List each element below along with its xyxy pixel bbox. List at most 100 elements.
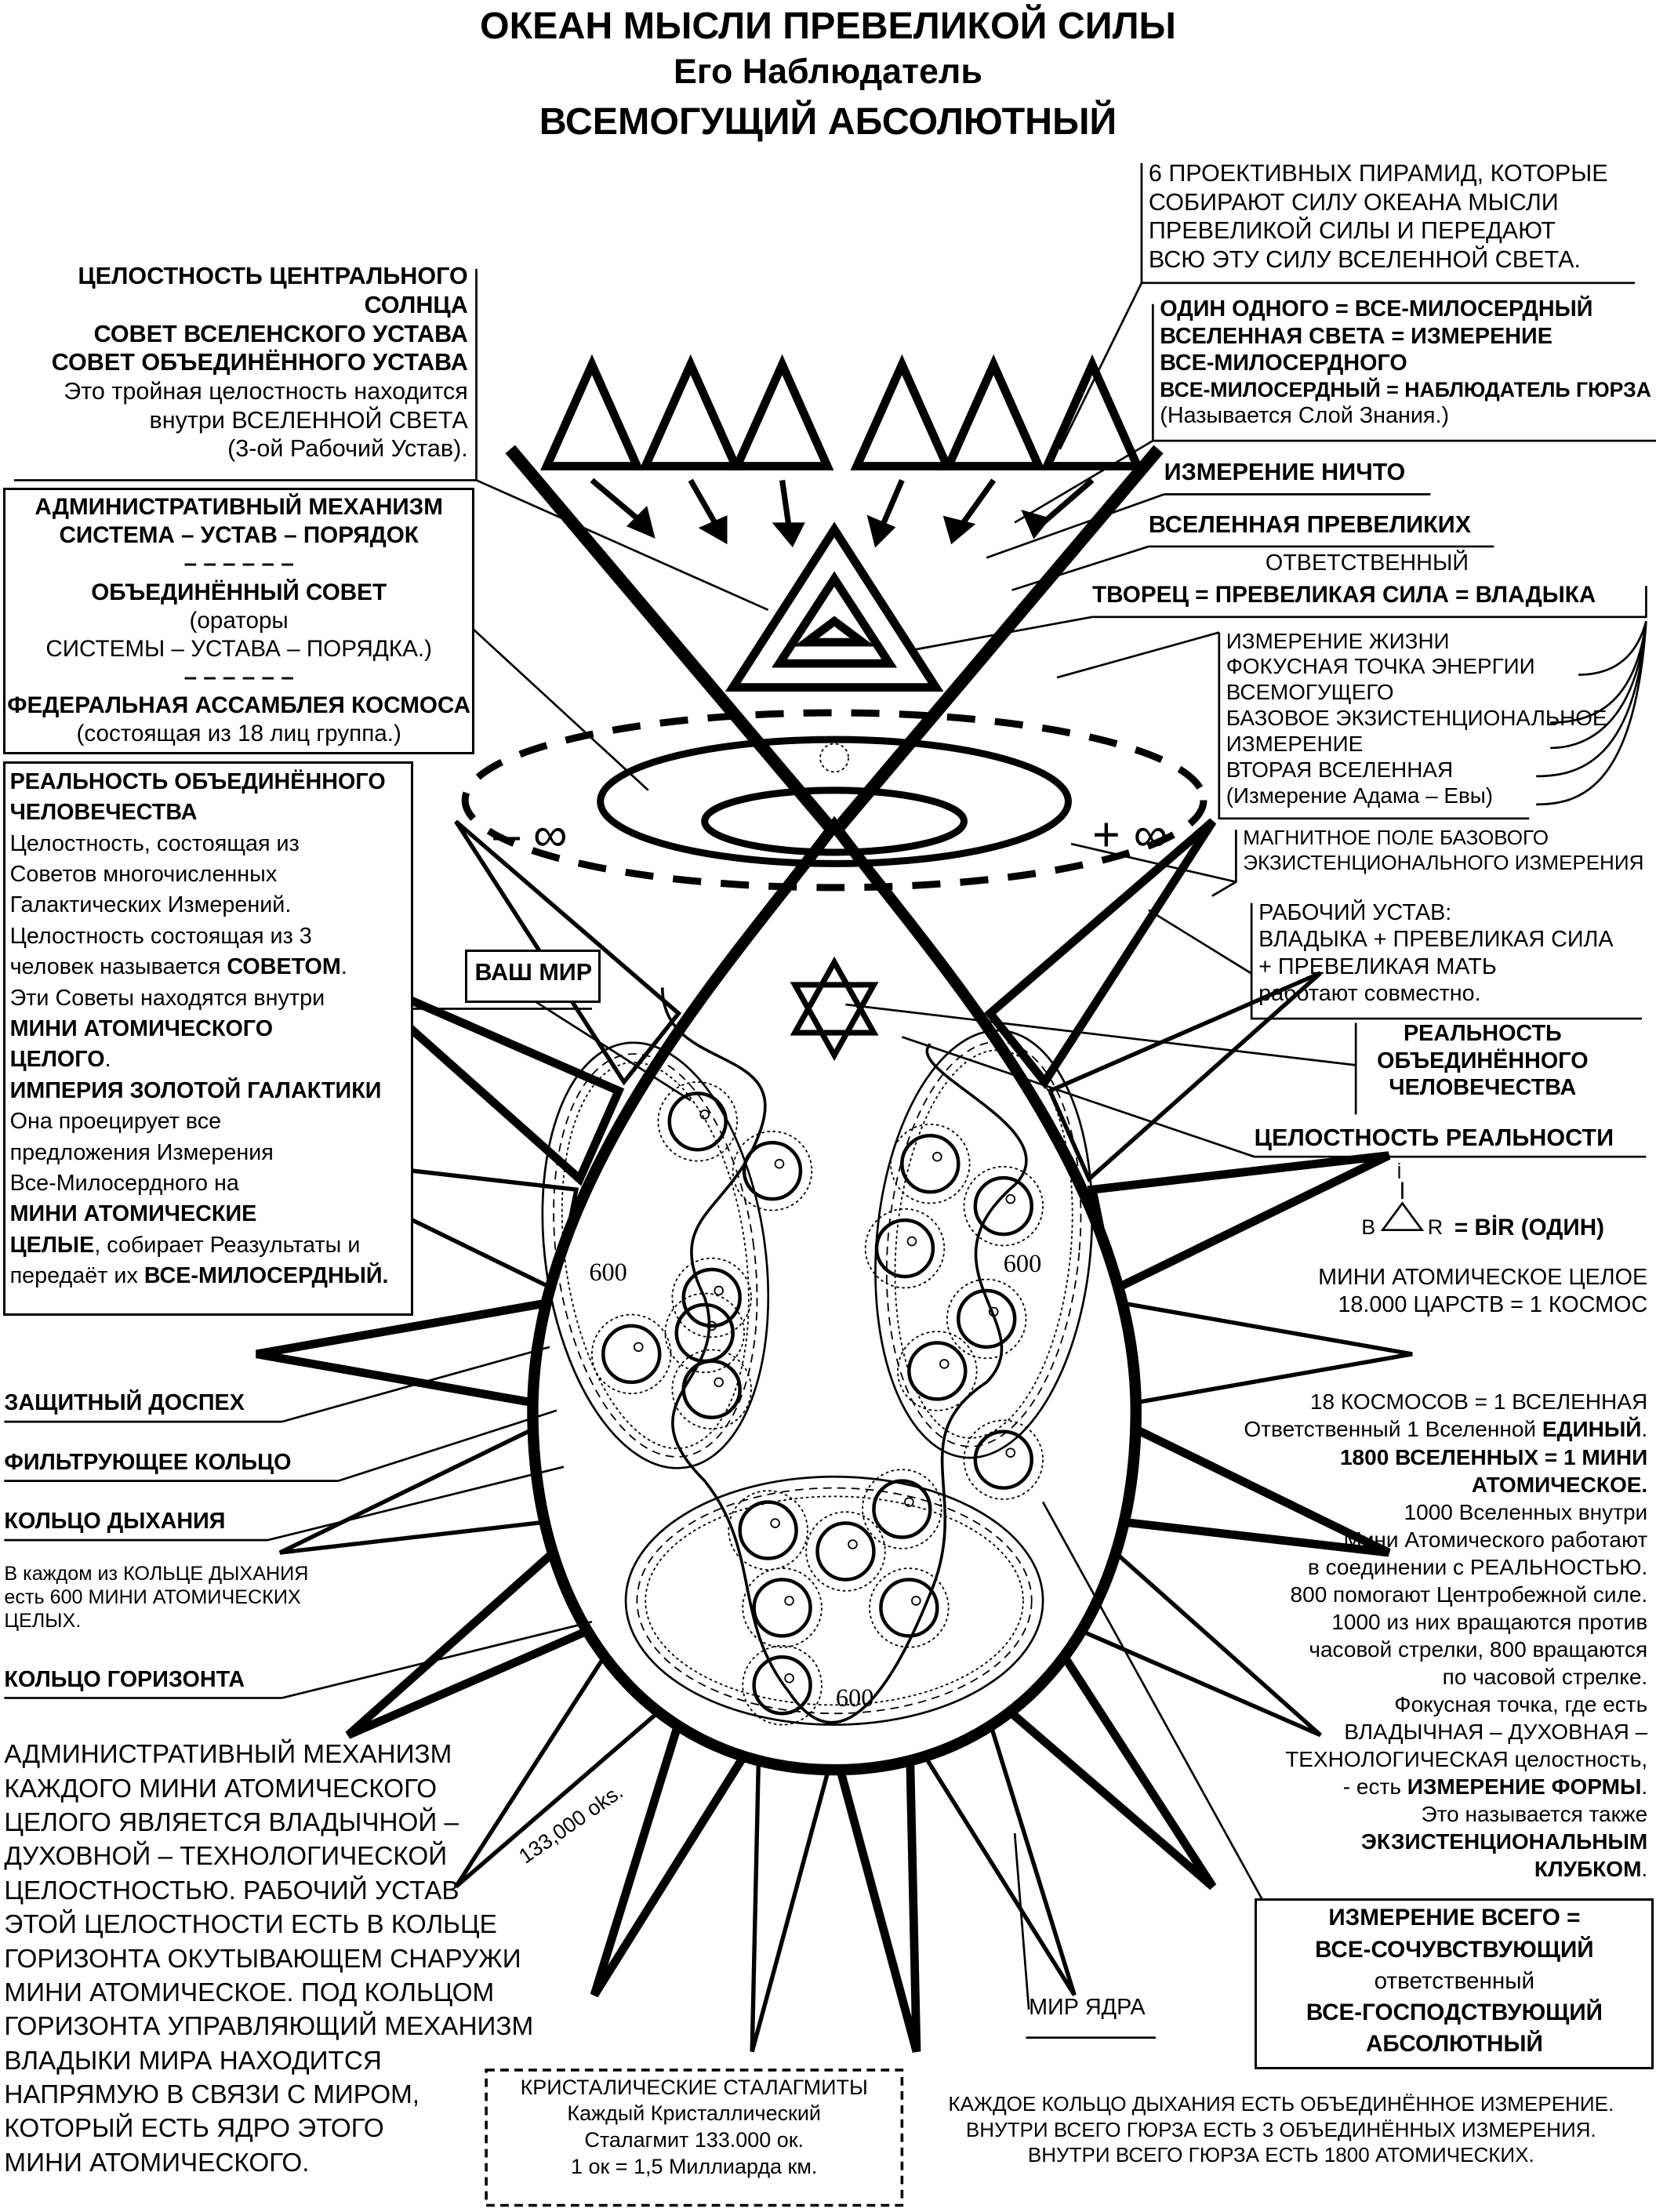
star-of-david-icon [790, 956, 879, 1062]
text-line: МАГНИТНОЕ ПОЛЕ БАЗОВОГО [1243, 826, 1643, 850]
text-segment: ЭТОЙ ЦЕЛОСТНОСТИ ЕСТЬ В КОЛЬЦЕ [4, 1910, 497, 1940]
label-protective-armor: ЗАЩИТНЫЙ ДОСПЕХ [4, 1390, 245, 1416]
text-segment: РЕАЛЬНОСТЬ ОБЪЕДИНЁННОГО [9, 768, 386, 794]
text-segment: . [104, 1047, 111, 1073]
mini-atomic-circle [657, 1081, 738, 1162]
label-filter-ring: ФИЛЬТРУЮЩЕЕ КОЛЬЦО [4, 1449, 292, 1475]
text-segment: Каждый Кристаллический [567, 2101, 821, 2126]
plus-infinity: + ∞ [1091, 808, 1168, 862]
text-line: Мини Атомического работают [1244, 1526, 1647, 1553]
text-segment: . [1641, 1774, 1648, 1800]
text-line: НАПРЯМУЮ В СВЯЗИ С МИРОМ, [4, 2078, 533, 2112]
text-line: в соединении с РЕАЛЬНОСТЬЮ. [1244, 1553, 1647, 1581]
text-segment: внутри ВСЕЛЕННОЙ СВЕТА [149, 406, 468, 434]
text-line: ПРЕВЕЛИКОЙ СИЛЫ И ПЕРЕДАЮТ [1149, 216, 1608, 245]
text-segment: ВСЕ-ГОСПОДСТВУЮЩИЙ [1306, 1999, 1603, 2025]
life-dimension-ellipse [597, 736, 1072, 867]
second-universe-ellipse [701, 786, 968, 856]
label-core-world: МИР ЯДРА [1029, 1995, 1146, 2021]
text-line: КЛУБКОМ. [1244, 1855, 1647, 1883]
text-segment: 800 помогают Центробежной силе. [1290, 1582, 1648, 1607]
text-segment: МИНИ АТОМИЧЕСКИЕ [9, 1201, 257, 1227]
mini-atomic-circles [591, 1081, 1044, 1726]
text-segment: КАЖДОГО МИНИ АТОМИЧЕСКОГО [4, 1774, 438, 1803]
text-line: + ПРЕВЕЛИКАЯ МАТЬ [1258, 953, 1614, 981]
text-segment: ФОКУСНАЯ ТОЧКА ЭНЕРГИИ [1226, 654, 1535, 679]
text-line: МИНИ АТОМИЧЕСКОЕ ЦЕЛОЕ [1318, 1264, 1647, 1291]
text-segment: ВСЕМОГУЩЕГО [1226, 680, 1394, 705]
text-segment: ЭКЗИСТЕНЦИОНАЛЬНОГО ИЗМЕРЕНИЯ [1243, 850, 1644, 874]
text-line: – – – – – – [5, 663, 472, 692]
text-segment: НАПРЯМУЮ В СВЯЗИ С МИРОМ, [4, 2080, 420, 2110]
text-segment: 1 ок = 1,5 Миллиарда км. [571, 2154, 818, 2178]
text-line: ВНУТРИ ВСЕГО ГЮРЗА ЕСТЬ 3 ОБЪЕДИНЁННЫХ И… [909, 2117, 1653, 2143]
text-segment: ОБЪЕДИНЁННОГО [1377, 1048, 1589, 1073]
text-segment: ГОРИЗОНТА УПРАВЛЯЮЩИЙ МЕХАНИЗМ [4, 2012, 534, 2042]
text-segment: ВСЮ ЭТУ СИЛУ ВСЕЛЕННОЙ СВЕТА. [1148, 246, 1581, 274]
text-line: МИНИ АТОМИЧЕСКОГО [10, 1014, 389, 1044]
text-line: КРИСТАЛИЧЕСКИЕ СТАЛАГМИТЫ [486, 2075, 902, 2101]
text-line: ВСЮ ЭТУ СИЛУ ВСЕЛЕННОЙ СВЕТА. [1149, 245, 1608, 274]
text-line: Галактических Измерений. [10, 890, 389, 921]
text-segment: ЦЕЛОСТНОСТЬ ЦЕНТРАЛЬНОГО [78, 263, 468, 290]
text-line: внутри ВСЕЛЕННОЙ СВЕТА [52, 406, 468, 435]
text-segment: ЦЕЛОГО ЯВЛЯЕТСЯ ВЛАДЫЧНОЙ – [4, 1807, 459, 1837]
text-line: работают совместно. [1258, 980, 1614, 1008]
text-line: 18 КОСМОСОВ = 1 ВСЕЛЕННАЯ [1244, 1388, 1647, 1415]
text-segment: ОДИН ОДНОГО = ВСЕ-МИЛОСЕРДНЫЙ [1160, 296, 1593, 322]
text-segment: в соединении с РЕАЛЬНОСТЬЮ. [1307, 1554, 1648, 1579]
text-line: ЧЕЛОВЕЧЕСТВА [10, 797, 389, 828]
text-line: передаёт их ВСЕ-МИЛОСЕРДНЫЙ. [10, 1261, 389, 1291]
text-segment: Фокусная точка, где есть [1394, 1691, 1648, 1716]
text-line: КАЖДОЕ КОЛЬЦО ДЫХАНИЯ ЕСТЬ ОБЪЕДИНЁННОЕ … [909, 2091, 1653, 2117]
text-segment: СОБИРАЮТ СИЛУ ОКЕАНА МЫСЛИ [1148, 188, 1559, 216]
pyramid-icon [638, 354, 743, 470]
working-charter-block: РАБОЧИЙ УСТАВ:ВЛАДЫКА + ПРЕВЕЛИКАЯ СИЛА+… [1258, 899, 1614, 1008]
text-segment: Это тройная целостность находится [64, 378, 468, 405]
your-world-label: ВАШ МИР [474, 959, 593, 986]
text-line: БАЗОВОЕ ЭКЗИСТЕНЦИОНАЛЬНОЕ [1226, 706, 1607, 732]
nested-triangle-icon [724, 521, 944, 692]
text-segment: - есть [1342, 1774, 1407, 1800]
text-segment: ИЗМЕРЕНИЕ ЖИЗНИ [1226, 628, 1450, 653]
text-line: по часовой стрелке. [1244, 1663, 1648, 1691]
text-segment: (состоящая из 18 лиц группа.) [76, 721, 401, 747]
text-segment: КОТОРЫЙ ЕСТЬ ЯДРО ЭТОГО [4, 2114, 384, 2144]
text-line: ТЕХНОЛОГИЧЕСКАЯ целостность, [1244, 1745, 1647, 1773]
text-segment: АДМИНИСТРАТИВНЫЙ МЕХАНИЗМ [34, 494, 443, 521]
text-segment: (ораторы [189, 607, 289, 634]
connection-path [661, 987, 1028, 1724]
text-line: РЕАЛЬНОСТЬ [1356, 1020, 1610, 1048]
text-line: Она проецирует все [10, 1106, 389, 1137]
text-segment: АДМИНИСТРАТИВНЫЙ МЕХАНИЗМ [4, 1740, 452, 1770]
text-segment: ЧЕЛОВЕЧЕСТВА [9, 800, 198, 826]
text-line: Каждый Кристаллический [486, 2101, 902, 2127]
text-line: СОВЕТ ОБЪЕДИНЁННОГО УСТАВА [52, 348, 468, 377]
text-segment: 1000 Вселенных внутри [1404, 1499, 1648, 1524]
text-line: ИМПЕРИЯ ЗОЛОТОЙ ГАЛАКТИКИ [10, 1076, 389, 1106]
text-segment: Она проецирует все [9, 1109, 222, 1135]
text-segment: Эти Советы находятся внутри [9, 985, 325, 1011]
text-line: Это называется также [1244, 1800, 1648, 1828]
text-line: ИЗМЕРЕНИЕ [1226, 732, 1607, 757]
text-line: - есть ИЗМЕРЕНИЕ ФОРМЫ. [1244, 1773, 1647, 1800]
text-line: МИНИ АТОМИЧЕСКОГО. [4, 2146, 533, 2180]
pyramid-icon [540, 354, 644, 470]
text-line: ЦЕЛОСТНОСТЬ ЦЕНТРАЛЬНОГО [52, 262, 468, 291]
text-line: ОДИН ОДНОГО = ВСЕ-МИЛОСЕРДНЫЙ [1160, 296, 1651, 323]
text-segment: ВЛАДЫКА + ПРЕВЕЛИКАЯ СИЛА [1258, 927, 1614, 953]
reality-box-frame [2, 761, 414, 1316]
text-segment: . [1641, 1857, 1648, 1882]
text-segment: ДУХОВНОЙ – ТЕХНОЛОГИЧЕСКОЙ [4, 1842, 448, 1872]
bir-i-letter: İ [1396, 1162, 1402, 1183]
label-reality-integrity: ЦЕЛОСТНОСТЬ РЕАЛЬНОСТИ [1254, 1124, 1614, 1151]
text-segment: ВСЕЛЕННАЯ СВЕТА = ИЗМЕРЕНИЕ [1160, 323, 1552, 349]
text-line: ОБЪЕДИНЁННОГО [1356, 1048, 1610, 1075]
count-right: 600 [1003, 1249, 1042, 1278]
text-segment: СОВЕТОМ [227, 954, 341, 980]
